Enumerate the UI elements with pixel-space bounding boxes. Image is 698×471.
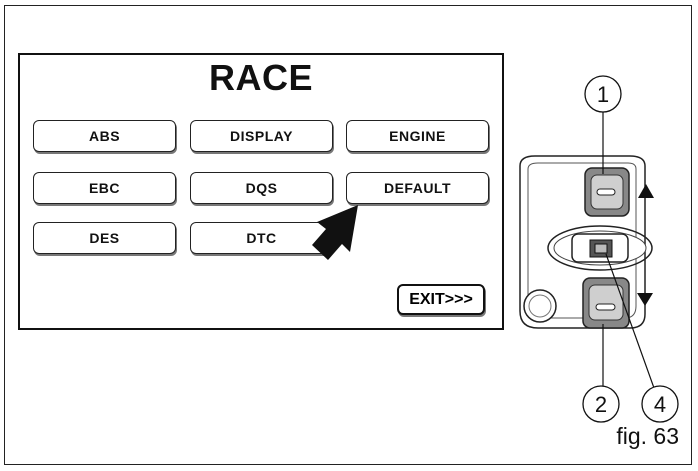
callout-4-label: 4 <box>654 392 666 417</box>
callout-4 <box>641 385 679 423</box>
down-arrow-icon <box>637 293 653 306</box>
exit-button[interactable]: EXIT>>> <box>397 284 485 315</box>
callout-line-4 <box>605 253 655 389</box>
race-menu-screen: RACE ABS DISPLAY ENGINE EBC DQS DEFAULT … <box>18 53 504 330</box>
up-button[interactable] <box>584 167 630 217</box>
handlebar-control: 1 2 4 <box>519 75 679 423</box>
figure-frame: RACE ABS DISPLAY ENGINE EBC DQS DEFAULT … <box>4 5 692 465</box>
page-title: RACE <box>208 57 313 98</box>
des-button[interactable]: DES <box>33 222 176 254</box>
default-button[interactable]: DEFAULT <box>346 172 489 204</box>
down-button[interactable] <box>582 277 630 329</box>
figure-caption: fig. 63 <box>616 423 679 449</box>
up-arrow-icon <box>638 184 654 198</box>
pointer-arrow-icon <box>312 205 358 260</box>
display-button[interactable]: DISPLAY <box>190 120 333 152</box>
dqs-button[interactable]: DQS <box>190 172 333 204</box>
callout-1-label: 1 <box>597 82 609 107</box>
dtc-button[interactable]: DTC <box>190 222 333 254</box>
callout-1 <box>584 75 622 113</box>
ebc-button[interactable]: EBC <box>33 172 176 204</box>
abs-button[interactable]: ABS <box>33 120 176 152</box>
callout-2-label: 2 <box>595 392 607 417</box>
joystick-icon[interactable] <box>547 225 653 271</box>
engine-button[interactable]: ENGINE <box>346 120 489 152</box>
callout-2 <box>582 385 620 423</box>
